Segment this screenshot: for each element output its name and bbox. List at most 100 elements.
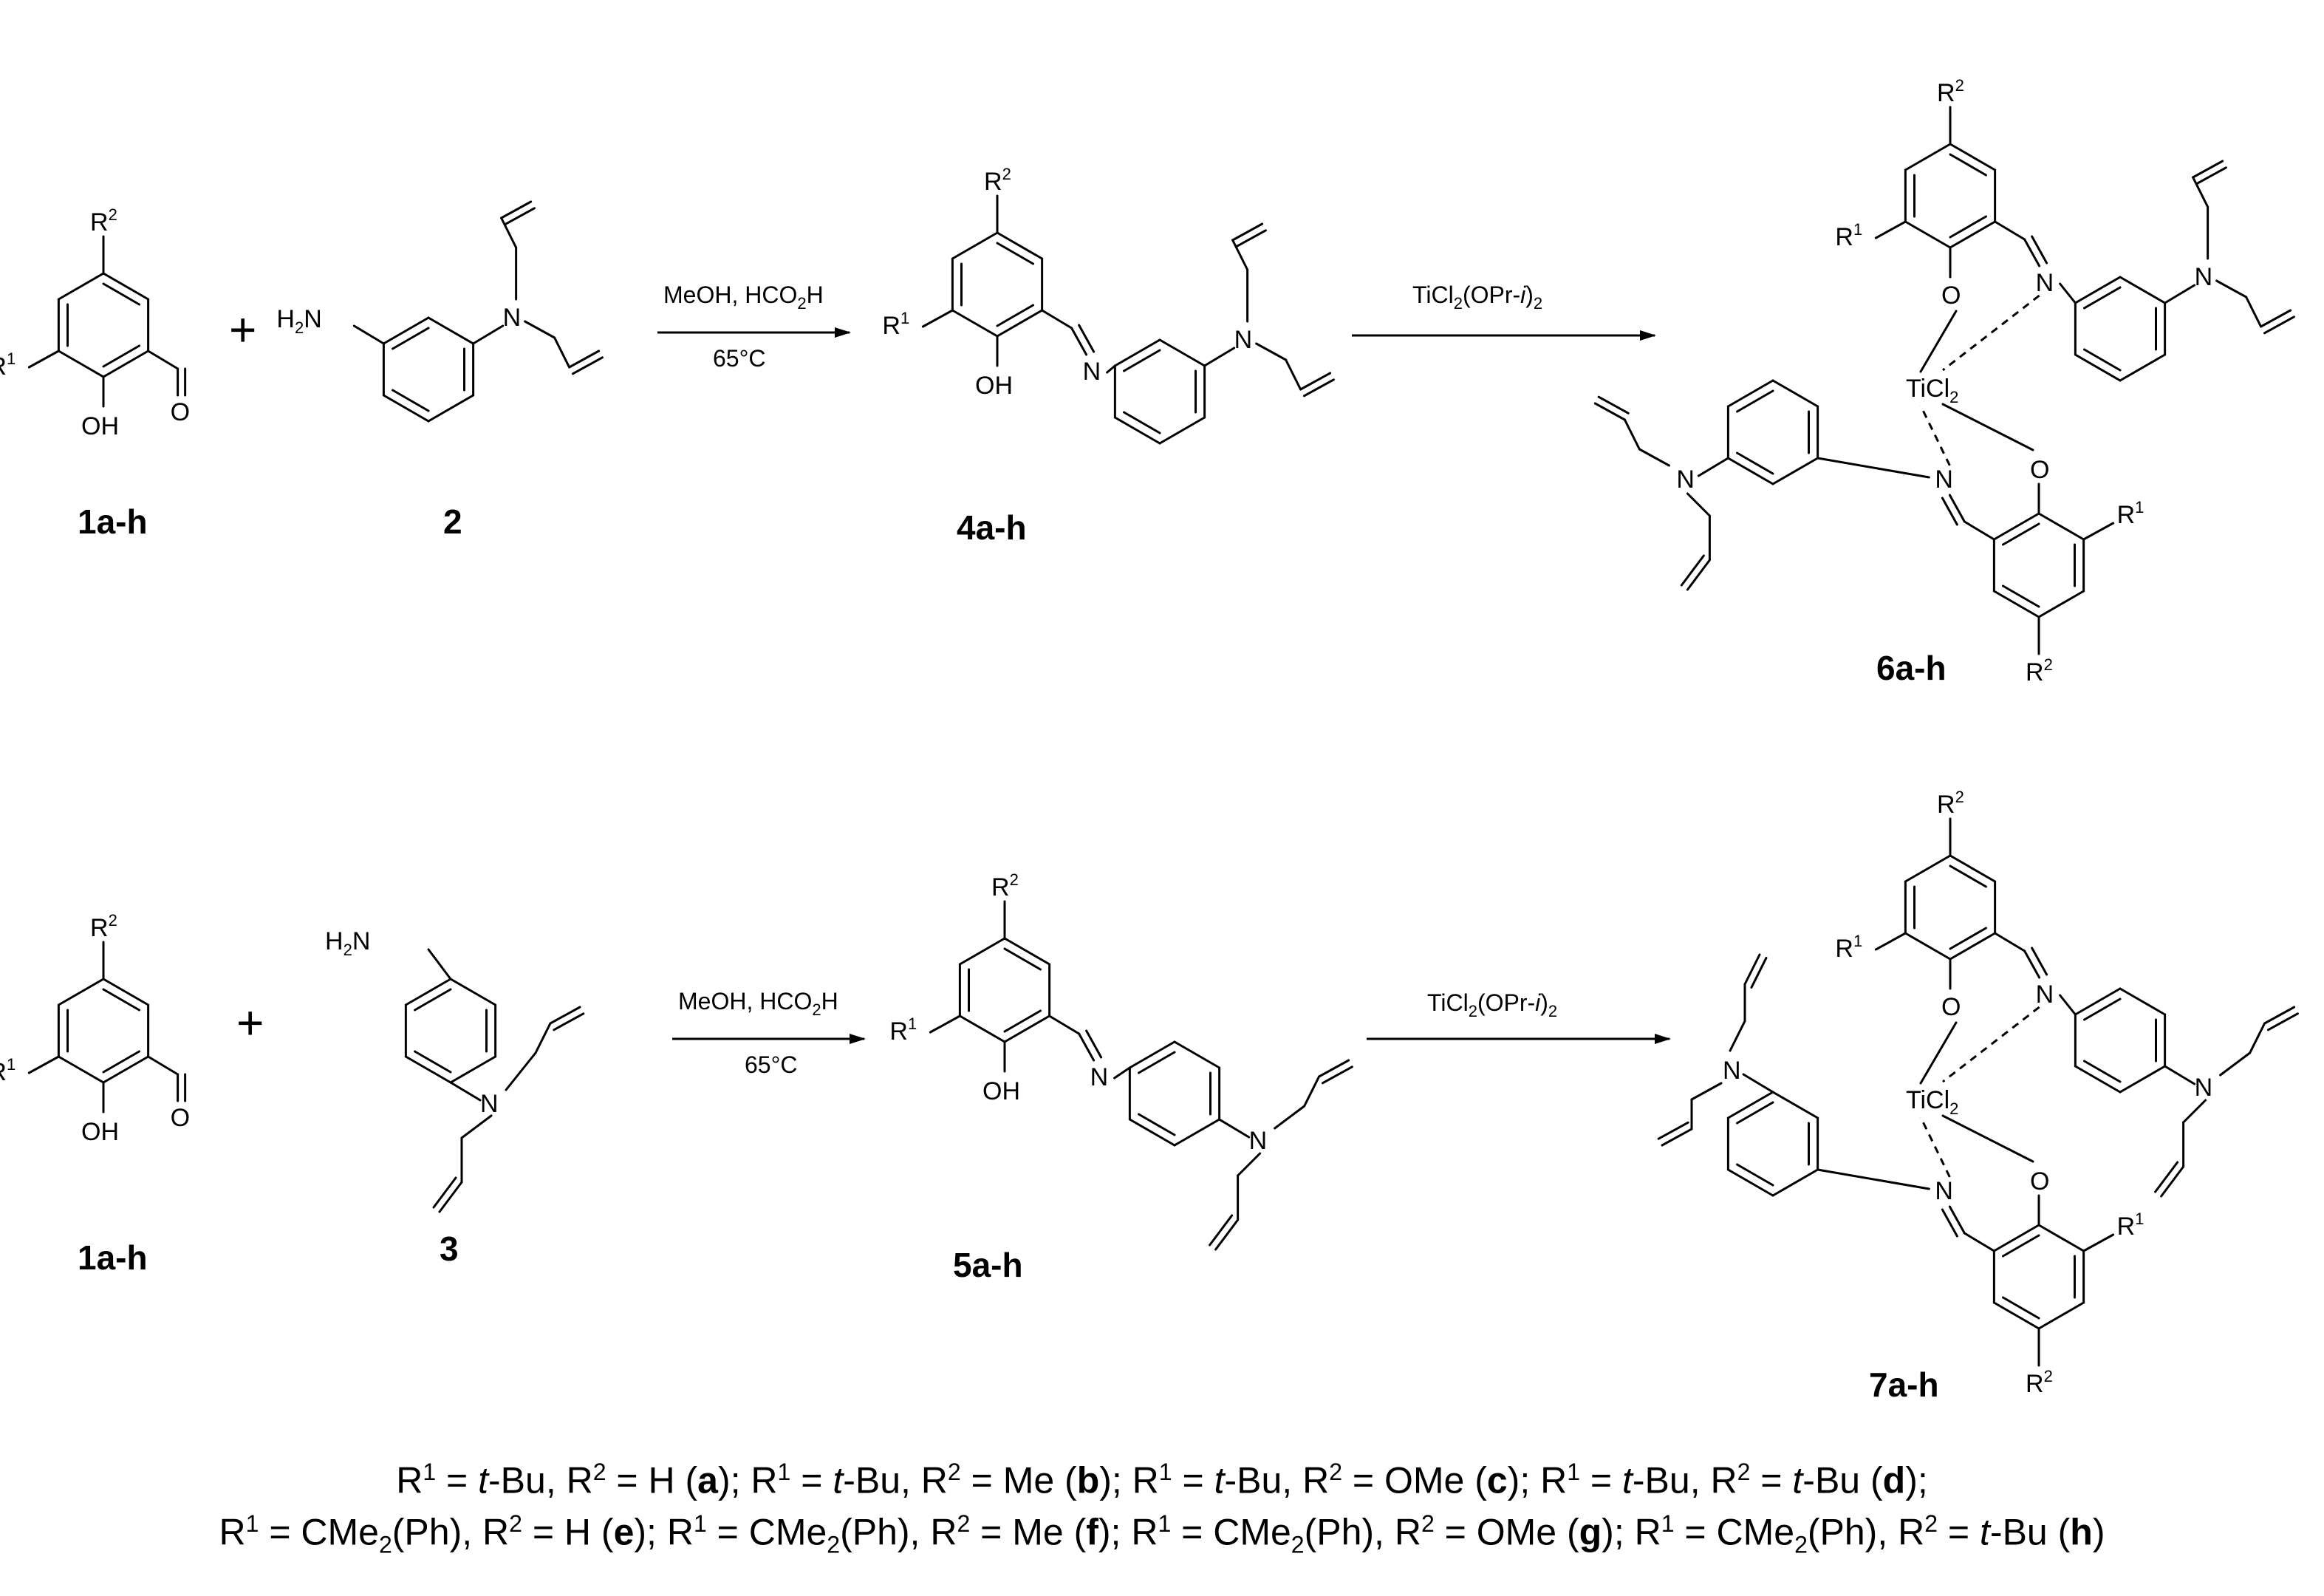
- complex-bottom-l-n-aryl: [1817, 1168, 1930, 1190]
- imine-top-aryl-ring-double-bond: [1123, 411, 1161, 434]
- complex-top-o-ti-lower: [1941, 403, 2034, 451]
- condition-step1-bottom: MeOH, HCO2H: [678, 988, 838, 1019]
- complex-top-u-allyl1-vinyl: [2195, 166, 2227, 185]
- complex-bottom-l-allyl2: [1690, 1082, 1723, 1101]
- amine2-allyl2: [553, 336, 571, 369]
- complex-top-lower-aryl-ring-double-bond: [1736, 389, 1774, 413]
- complex-bottom-upper-phenol-ring-bond: [1949, 854, 1997, 883]
- complex-top-l-ch: [1963, 520, 1995, 541]
- imine-bottom-allyl1-vinyl: [1318, 1059, 1350, 1078]
- imine-top-phenol-ring-double-bond: [996, 304, 1034, 327]
- aldehyde-bottom-ring-bond: [57, 978, 105, 1006]
- complex-top-l-allyl1: [1638, 448, 1670, 467]
- complex-bottom-lower-phenol-ring-double-bond: [2002, 1296, 2040, 1320]
- imine-bottom-ch-bond: [1048, 1014, 1081, 1035]
- imine-bottom-phenol-ring-double-bond: [1003, 1009, 1042, 1033]
- imine-bottom-aryl-ring-bond: [1173, 1118, 1221, 1147]
- complex-top-lower-aryl-ring-bond: [1726, 379, 1774, 408]
- imine-bottom-oh: OH: [982, 1077, 1020, 1105]
- complex-bottom-ticl2: TiCl2: [1906, 1086, 1958, 1118]
- label-3: 3: [440, 1230, 459, 1268]
- imine-top-aryl-ring-bond: [1113, 338, 1161, 367]
- imine-bottom-allyl1: [1303, 1075, 1321, 1108]
- complex-bottom-o-ti-lower: [1941, 1114, 2034, 1163]
- aldehyde-top-cho-o: O: [171, 398, 190, 426]
- aldehyde-bottom-ring-bond: [57, 1055, 105, 1084]
- amine3-ring-bond: [404, 1055, 452, 1084]
- imine-bottom-r1-bond: [929, 1014, 961, 1034]
- imine-top-imine-n: N: [1083, 358, 1101, 386]
- complex-top-u-allyl1-vinyl: [2192, 160, 2224, 179]
- amine3-n-bond: [449, 1081, 482, 1102]
- amine3-nh2: H2N: [325, 927, 370, 959]
- imine-top-oh: OH: [975, 372, 1013, 400]
- imine-bottom-aryl-ring-bond: [1173, 1040, 1221, 1069]
- complex-bottom-upper-phenol-ring-bond: [1904, 932, 1952, 961]
- imine-bottom-phenol-ring-bond: [1003, 1014, 1051, 1043]
- complex-top-lower-phenol-ring-bond: [2037, 512, 2085, 541]
- condition-step1-top: MeOH, HCO2H: [663, 282, 824, 313]
- imine-bottom-aryl-ring-double-bond: [1138, 1051, 1176, 1074]
- label-1a-h-bottom: 1a-h: [78, 1238, 148, 1277]
- complex-top-u-allyl2-vinyl: [2260, 309, 2292, 328]
- imine-top-aryl-ring-bond: [1158, 338, 1206, 367]
- complex-top-u-n: N: [2036, 269, 2054, 297]
- complex-bottom-upper-phenol-ring-bond: [1904, 854, 1952, 883]
- imine-bottom-n-aryl: [1113, 1066, 1131, 1080]
- complex-top-upper-aryl-ring-double-bond: [2083, 286, 2122, 310]
- aldehyde-top-ring-bond: [102, 349, 150, 378]
- imine-top-namine-bond: [1203, 347, 1236, 367]
- complex-top-lower-phenol-ring-bond: [1992, 512, 2040, 541]
- complex-bottom-lower-aryl-ring-double-bond: [1736, 1101, 1774, 1125]
- amine2-allyl2: [524, 320, 556, 339]
- imine-top-phenol-ring-bond: [951, 309, 999, 338]
- imine-bottom-allyl2-vinyl: [1214, 1218, 1240, 1251]
- imine-top-amine-n: N: [1234, 326, 1253, 354]
- amine2-nh2-bond: [352, 324, 385, 345]
- complex-bottom-upper-phenol-ring-double-bond: [1949, 864, 1987, 888]
- complex-top-n-ti-upper: [1942, 294, 2040, 372]
- complex-bottom-u-allyl2: [2182, 1099, 2207, 1124]
- imine-bottom-r1: R1: [889, 1014, 917, 1046]
- complex-top-lower-phenol-ring-double-bond: [2002, 522, 2040, 546]
- complex-bottom-u-allyl1: [2249, 1022, 2266, 1054]
- condition-step2-top: TiCl2(OPr-i)2: [1412, 282, 1542, 313]
- complex-top-u-n-aryl: [2059, 282, 2077, 304]
- imine-top-allyl1-vinyl: [1234, 229, 1267, 248]
- complex-bottom-u-ch: [1994, 932, 2026, 952]
- complex-bottom-o-ti-upper: [1919, 1021, 1958, 1085]
- amine3-n: N: [480, 1090, 499, 1118]
- complex-top-u-ch: [1994, 220, 2026, 241]
- complex-bottom-l-allyl1: [1729, 1020, 1746, 1052]
- imine-top-r1-bond: [921, 309, 954, 328]
- complex-bottom-l-allyl2-vinyl: [1661, 1128, 1693, 1147]
- amine3-ring-bond: [449, 978, 497, 1006]
- complex-top-u-r1: R1: [1835, 220, 1862, 251]
- complex-top-upper-phenol-ring-bond: [1904, 143, 1952, 171]
- aldehyde-bottom-r2: R2: [90, 911, 117, 942]
- complex-bottom-l-allyl2-vinyl: [1657, 1121, 1689, 1140]
- complex-bottom-lower-aryl-ring-double-bond: [1736, 1163, 1774, 1187]
- amine2-nh2: H2N: [276, 305, 321, 337]
- imine-top-allyl1: [1231, 239, 1249, 271]
- amine3-allyl1: [505, 1051, 537, 1091]
- complex-top-u-allyl2: [2245, 296, 2263, 328]
- complex-top-upper-aryl-ring-bond: [2074, 353, 2122, 382]
- complex-top-upper-phenol-ring-bond: [1949, 143, 1997, 171]
- complex-bottom-u-n: N: [2036, 981, 2054, 1009]
- amine3-ring-bond: [449, 1055, 497, 1084]
- imine-top-aryl-ring-double-bond: [1123, 349, 1161, 372]
- complex-top-l-n: N: [1935, 466, 1953, 494]
- aldehyde-top-cho-bond: [147, 349, 180, 370]
- imine-top-phenol-ring-double-bond: [996, 242, 1034, 265]
- complex-top-u-allyl2: [2215, 279, 2248, 299]
- complex-bottom-u-namine: [2164, 1065, 2196, 1085]
- imine-top-allyl2-vinyl: [1302, 378, 1335, 398]
- imine-bottom-ch-n: [1085, 1029, 1103, 1059]
- imine-top-aryl-ring-bond: [1158, 416, 1206, 445]
- complex-bottom-lower-phenol-ring-bond: [1992, 1224, 2040, 1252]
- imine-top-r2: R2: [984, 165, 1011, 196]
- complex-top-lower-aryl-ring-bond: [1726, 457, 1774, 485]
- complex-top-upper-aryl-ring-double-bond: [2083, 348, 2122, 372]
- complex-bottom-lower-aryl-ring-bond: [1771, 1168, 1819, 1197]
